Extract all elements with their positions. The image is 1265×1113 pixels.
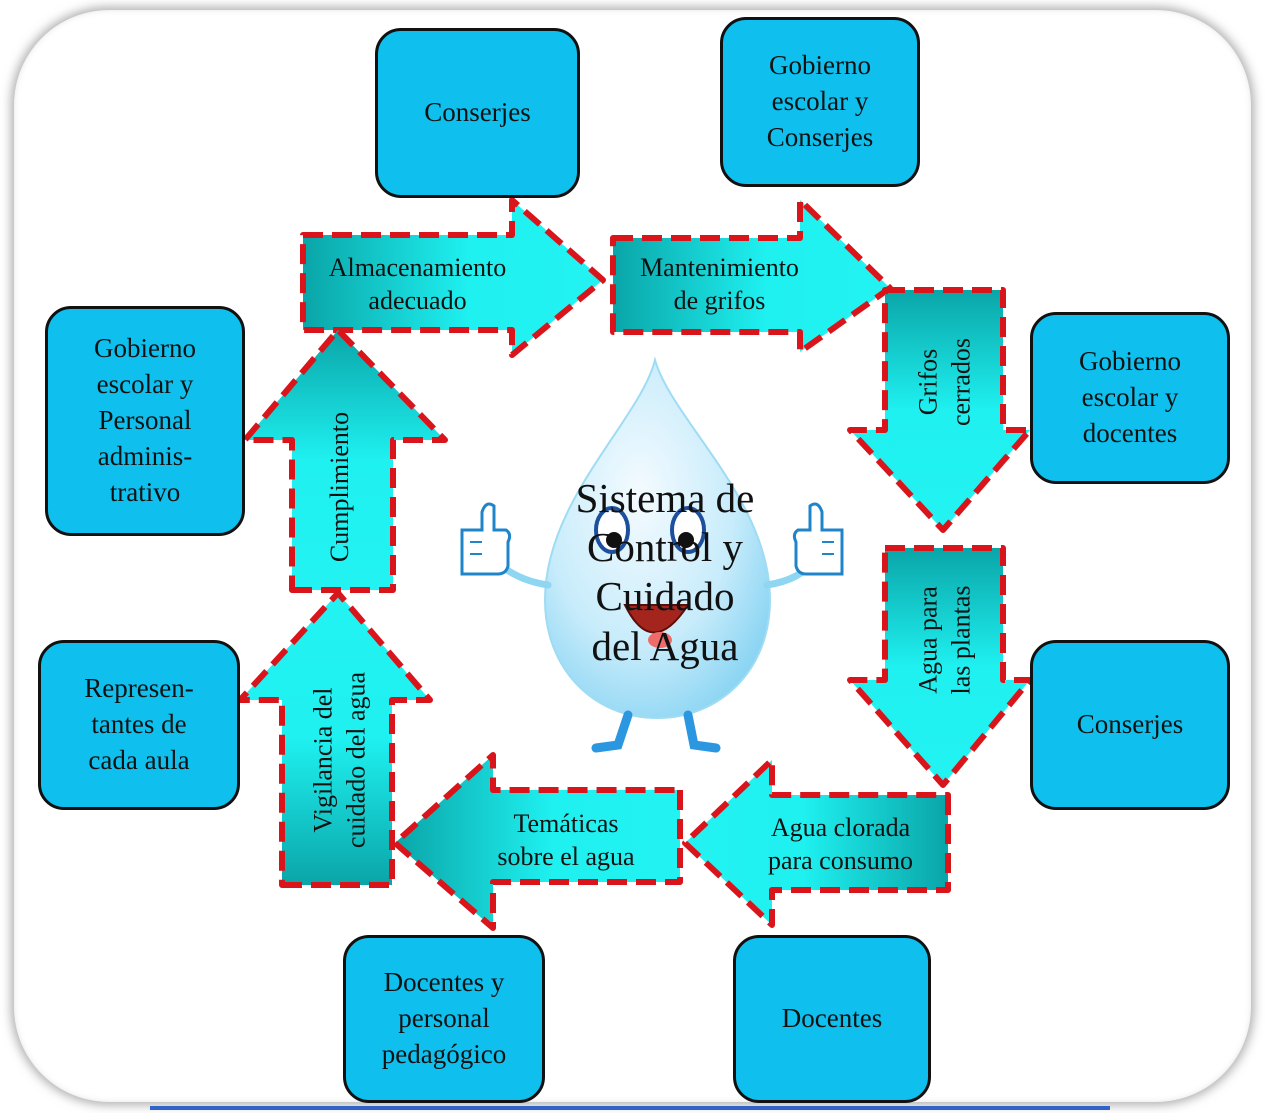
label-vigilancia: Vigilancia del cuidado del agua (308, 671, 371, 849)
actor-label: Docentes (781, 1003, 883, 1034)
water-drop-mascot-icon (491, 356, 819, 753)
label-plantas: Agua para las plantas (913, 585, 976, 695)
actor-label: Gobierno escolar y Personal adminis- tra… (94, 333, 196, 507)
actor-box-right-lower: Conserjes (1030, 640, 1230, 810)
label-mantenimiento: Mantenimiento de grifos (640, 253, 799, 315)
arrow-grifos (847, 287, 1033, 533)
thumbs-up-left-icon (460, 502, 512, 576)
center-title: Sistema de Control y Cuidado del Agua (575, 475, 755, 669)
actor-label: Gobierno escolar y Conserjes (766, 50, 874, 152)
actor-box-left-upper: Gobierno escolar y Personal adminis- tra… (45, 306, 245, 536)
actor-label: Conserjes (424, 97, 531, 128)
label-clorada: Agua clorada para consumo (767, 813, 914, 875)
actor-label: Represen- tantes de cada aula (84, 673, 194, 775)
arrow-mantenimiento (610, 197, 893, 355)
arrow-plantas (847, 545, 1033, 788)
arrow-almacenamiento (300, 197, 606, 358)
actor-label: Conserjes (1076, 709, 1184, 740)
actor-box-bottom-right: Docentes (733, 935, 931, 1103)
label-cumplimiento: Cumplimiento (324, 411, 354, 563)
frame-base-line (150, 1106, 1110, 1110)
thumbs-up-right-icon (792, 502, 844, 576)
actor-box-top-right: Gobierno escolar y Conserjes (720, 17, 920, 187)
actor-box-right-upper: Gobierno escolar y docentes (1030, 312, 1230, 484)
label-tematicas: Temáticas sobre el agua (497, 809, 635, 871)
actor-box-bottom-left: Docentes y personal pedagógico (343, 935, 545, 1103)
arrow-cumplimiento (242, 327, 448, 593)
actor-label: Gobierno escolar y docentes (1079, 346, 1181, 448)
arrow-vigilancia (237, 590, 433, 888)
label-grifos: Grifos cerrados (913, 337, 976, 427)
arrow-clorada (682, 757, 951, 928)
label-almacenamiento: Almacenamiento adecuado (328, 253, 507, 315)
arrow-tematicas (392, 752, 683, 931)
actor-box-top-left: Conserjes (375, 28, 580, 198)
actor-box-left-lower: Represen- tantes de cada aula (38, 640, 240, 810)
actor-label: Docentes y personal pedagógico (381, 967, 507, 1069)
